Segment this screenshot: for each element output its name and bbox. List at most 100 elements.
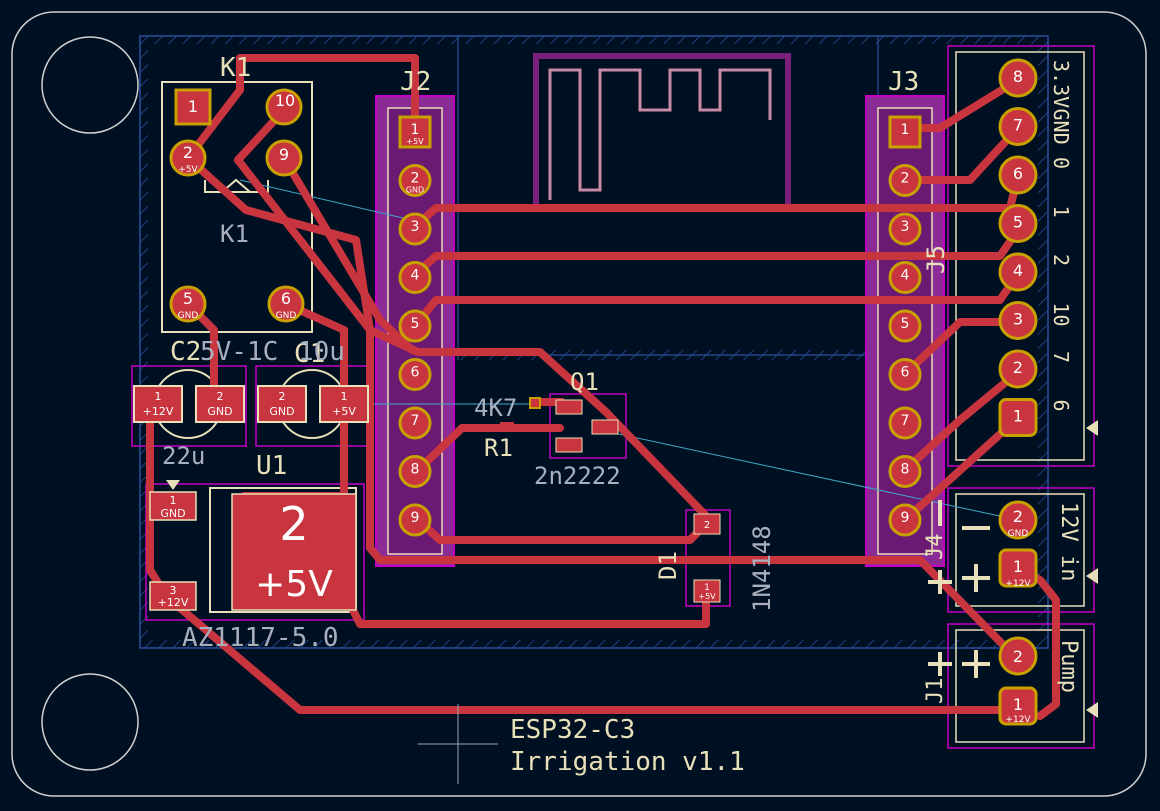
c1-ref: C1: [294, 339, 325, 369]
j5-pad: [998, 204, 1038, 243]
j2-pin-label: 3: [411, 219, 420, 235]
j5-pin-label: 7: [1013, 116, 1023, 135]
j1-label: Pump: [1056, 640, 1081, 693]
j3-pin-label: 5: [901, 316, 910, 332]
k1-pin10-label: 10: [275, 91, 295, 110]
j3-pin-label: 4: [901, 268, 910, 284]
r1-value: 4K7: [474, 394, 517, 422]
j2-pin-label: 2: [411, 171, 420, 187]
j3-pad: [888, 406, 922, 440]
j5-side-label: 7: [1049, 351, 1073, 363]
u1-pad2-net: +5V: [255, 564, 333, 605]
u1-value: AZ1117-5.0: [182, 623, 339, 653]
u1-pad3-net: +12V: [158, 596, 189, 609]
j5-pin-label: 8: [1013, 67, 1023, 86]
j2-pin-label: 1: [411, 122, 420, 138]
board-title-line1: ESP32-C3: [510, 715, 635, 745]
j1-pin1: 1: [1013, 695, 1023, 714]
c1-pad2-net: GND: [269, 405, 294, 418]
j2-pad: [398, 115, 432, 149]
d1-pad1: 1: [704, 583, 710, 593]
j4-pin2-net: GND: [1008, 529, 1029, 539]
c1-pad1: 1: [341, 390, 348, 403]
c2-pad2-net: GND: [207, 405, 232, 418]
j4-label: 12V in: [1056, 502, 1081, 581]
c1-pads: 2 GND 1 +5V: [257, 385, 369, 423]
j3-pin-label: 6: [901, 365, 910, 381]
j2-pin-label: 6: [411, 365, 420, 381]
j5-side-label: 3.3V: [1049, 60, 1073, 108]
j4-pads: 2 GND 1 +12V: [998, 500, 1038, 589]
k1-pad-labels: 1 10 2 9 5 6: [183, 91, 295, 308]
k1-pin6-net: GND: [276, 311, 297, 321]
j3-pad: [888, 309, 922, 343]
u1-pad1: 1: [170, 494, 177, 507]
k1-pin1-label: 1: [188, 97, 198, 116]
board-title-line2: Irrigation v1.1: [510, 747, 745, 777]
j5-side-label: 10: [1049, 303, 1073, 327]
j2-pin-label: 5: [411, 316, 420, 332]
j3-pin-label: 2: [901, 171, 910, 187]
r1-ref: R1: [484, 434, 513, 462]
j4-pin1-net: +12V: [1005, 579, 1031, 589]
j2-pin-label: 7: [411, 413, 420, 429]
j5-pin-label: 5: [1013, 213, 1023, 232]
j1-pin2: 2: [1013, 647, 1023, 666]
ratsnest-lines: [239, 179, 1019, 521]
j5-ref: J5: [922, 245, 950, 274]
j4-ref: J4: [923, 534, 948, 561]
c1-pad2: 2: [279, 390, 286, 403]
c2-pads: 1 +12V 2 GND: [133, 385, 245, 423]
j5-pad: [998, 398, 1038, 437]
j2-pad: [398, 503, 432, 537]
j3-pad: [888, 164, 922, 197]
pin1-arrows: [1086, 420, 1098, 718]
j2-pad: [398, 358, 432, 391]
d1-pad2: 2: [704, 520, 710, 531]
j5-pin-label: 6: [1013, 164, 1023, 183]
j5-side-label: 6: [1049, 400, 1073, 412]
j1-ref: J1: [923, 678, 948, 705]
j4-pin2: 2: [1013, 507, 1023, 526]
j5-side-label: 0: [1049, 157, 1073, 169]
j3-pad: [888, 503, 922, 537]
j2-pin-label: 4: [411, 268, 420, 284]
j2-ref: J2: [400, 67, 431, 97]
c2-pad2: 2: [217, 390, 224, 403]
j2-pad: [398, 261, 432, 294]
k1-value: 5V-1C: [200, 337, 278, 367]
polarity-marks: [928, 500, 990, 678]
j3-pad: [888, 455, 922, 488]
d1-pad1-net: +5V: [698, 592, 716, 601]
origin-crosshair: [418, 704, 498, 784]
k1-ref-top: K1: [220, 53, 251, 83]
j5-pad: [998, 349, 1038, 389]
j3-pad: [888, 261, 922, 294]
k1-pin5-label: 5: [183, 289, 193, 308]
k1-pin9-label: 9: [279, 145, 289, 164]
j1-pin1-net: +12V: [1005, 715, 1031, 725]
j2-pin-net: GND: [406, 186, 424, 195]
j5-pad: [998, 252, 1038, 292]
j5-pin-label: 4: [1013, 261, 1023, 280]
j3-pin-label: 8: [901, 462, 910, 478]
j5-pin-label: 3: [1013, 310, 1023, 329]
k1-pin2-net: +5V: [178, 165, 198, 175]
q1-r1-pads: [500, 397, 619, 453]
c1-value: 10u: [298, 337, 345, 367]
j5-pad: [998, 155, 1038, 195]
d1-value: 1N4148: [748, 525, 776, 612]
q1-value: 2n2222: [534, 462, 621, 490]
j5-pad: [998, 107, 1038, 146]
u1-pad3: 3: [170, 584, 177, 597]
j5-pad: [998, 58, 1038, 98]
j5-pin-label: 2: [1013, 358, 1023, 377]
k1-ref-body: K1: [220, 220, 249, 248]
j3-pin-label: 7: [901, 413, 910, 429]
j3-pin-label: 3: [901, 219, 910, 235]
c2-pad1: 1: [155, 390, 162, 403]
